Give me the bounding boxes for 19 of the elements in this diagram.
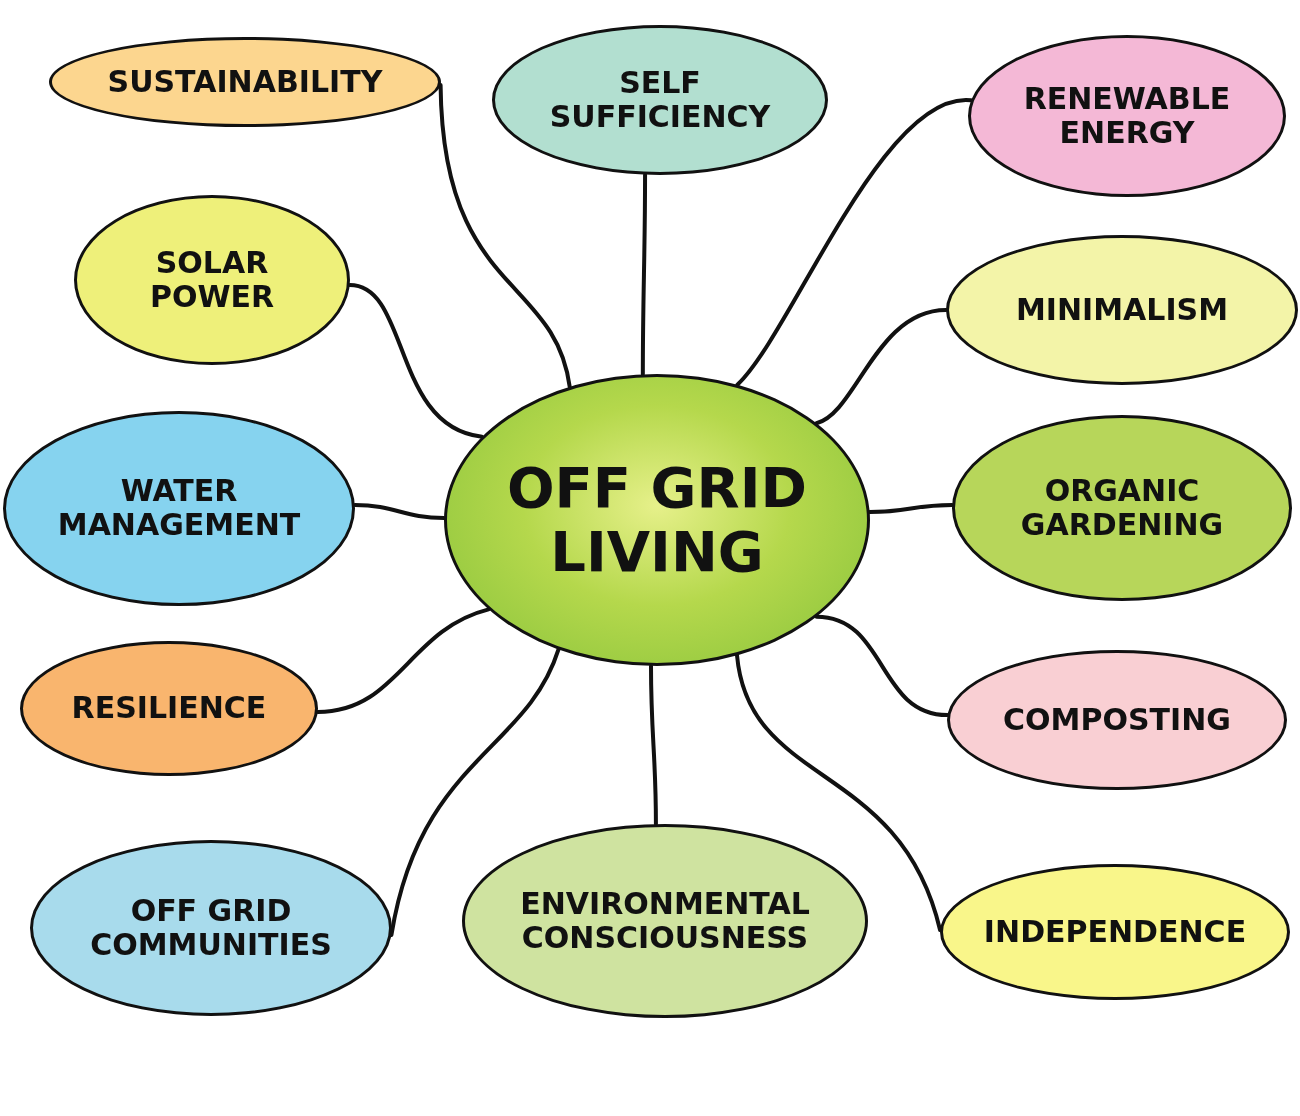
topic-label: SUSTAINABILITY <box>107 64 383 100</box>
central-topic-label: OFF GRID LIVING <box>506 455 808 585</box>
connector-line <box>814 308 948 426</box>
topic-label: ORGANIC GARDENING <box>1019 473 1225 543</box>
topic-label: RENEWABLE ENERGY <box>1022 81 1232 151</box>
topic-label: SOLAR POWER <box>148 245 276 315</box>
topic-label: MINIMALISM <box>1015 292 1229 328</box>
topic-label: OFF GRID COMMUNITIES <box>89 893 333 963</box>
connector-line <box>389 647 561 937</box>
connector-line <box>814 614 950 717</box>
connector-line <box>735 653 943 932</box>
topic-label: INDEPENDENCE <box>983 914 1247 950</box>
connector-line <box>347 283 484 439</box>
topic-label: SELF SUFFICIENCY <box>548 65 772 135</box>
topic-label: WATER MANAGEMENT <box>56 473 302 543</box>
connector-line <box>438 82 572 389</box>
topic-label: RESILIENCE <box>71 690 267 726</box>
topic-label: ENVIRONMENTAL CONSCIOUSNESS <box>519 886 811 956</box>
topic-label: COMPOSTING <box>1003 702 1231 738</box>
